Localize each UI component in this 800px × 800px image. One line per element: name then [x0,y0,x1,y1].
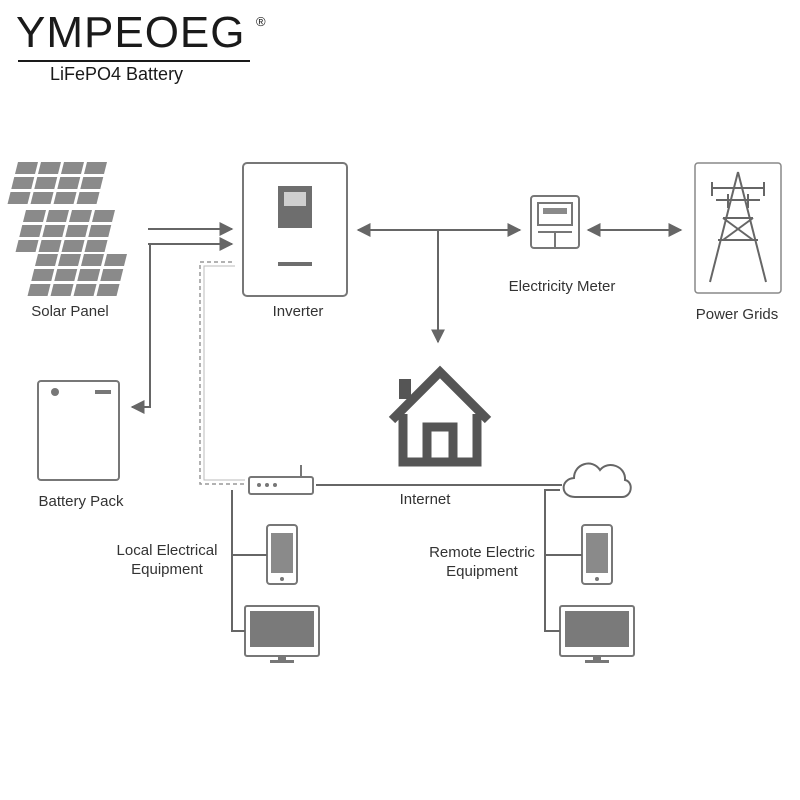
local-label-line1: Local Electrical [116,542,218,559]
local-bus-line [231,490,245,632]
inverter-icon [242,162,348,297]
remote-monitor-icon [559,605,635,663]
local-equipment-label: Local Electrical Equipment [104,541,230,579]
local-phone-icon [266,524,298,585]
cloud-icon [562,462,632,498]
brand-divider [18,60,250,62]
battery-pack-label: Battery Pack [38,493,124,510]
inverter-router-cable [203,265,245,481]
battery-pack-icon [37,380,120,481]
internet-label: Internet [399,491,451,508]
local-monitor-icon [244,605,320,663]
house-icon [388,365,492,467]
connection-lines [130,222,683,632]
remote-bus-line [544,489,560,632]
remote-label-line1: Remote Electric [429,544,535,561]
solar-panel-label: Solar Panel [31,303,109,320]
remote-equipment-label: Remote Electric Equipment [418,543,546,581]
power-tower-icon [694,162,782,294]
power-grids-label: Power Grids [695,306,779,323]
remote-label-line2: Equipment [446,563,518,580]
brand-name: YMPEOEG [16,8,246,57]
inverter-to-battery-arrow [130,244,151,414]
inverter-label: Inverter [272,303,324,320]
brand-subtitle: LiFePO4 Battery [50,64,184,84]
solar-panel-icon [7,162,127,296]
brand-logo: YMPEOEG ® LiFePO4 Battery [16,8,266,84]
electricity-meter-label: Electricity Meter [508,278,616,295]
remote-phone-icon [581,524,613,585]
router-icon [248,465,314,495]
local-label-line2: Equipment [131,561,203,578]
registered-mark: ® [256,14,266,29]
inverter-router-dashed-cable [199,261,245,485]
electricity-meter-icon [530,195,580,249]
